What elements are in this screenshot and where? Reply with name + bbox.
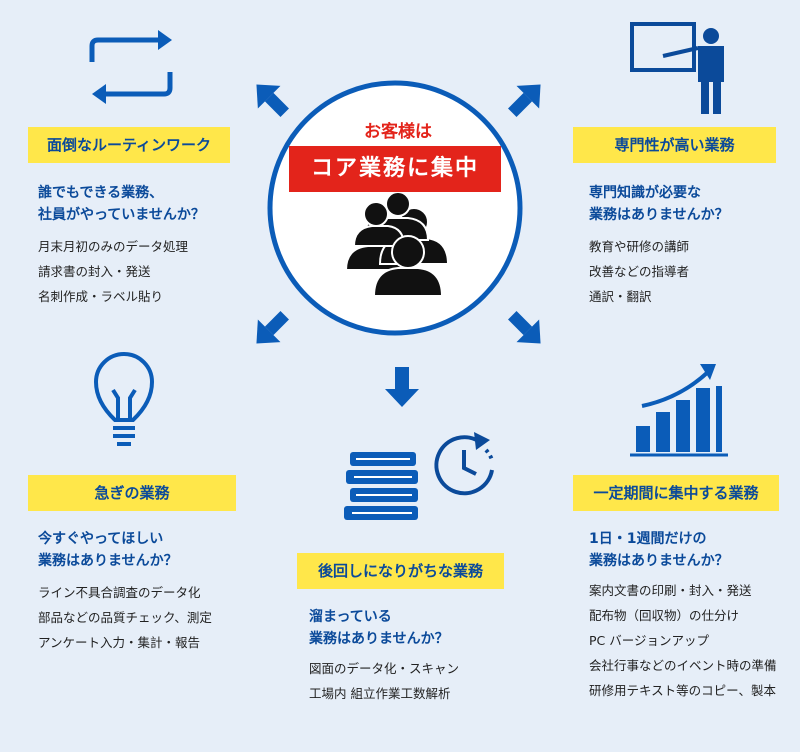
items-routine: 月末月初のみのデータ処理 請求書の封入・発送 名刺作成・ラベル貼り — [38, 234, 188, 309]
question-line: 業務はありませんか？ — [589, 207, 729, 223]
question-line: 1日・1週間だけの — [589, 531, 707, 547]
center-title: お客様は — [364, 122, 432, 142]
list-item: 通訳・翻訳 — [589, 289, 652, 304]
books-clock-icon — [344, 432, 494, 520]
question-line: 業務はありませんか？ — [309, 631, 449, 647]
list-item: 月末月初のみのデータ処理 — [38, 239, 189, 254]
question-line: 社員がやっていませんか？ — [38, 207, 205, 223]
label-urgent: 急ぎの業務 — [28, 475, 236, 511]
arrow-down-left-icon — [256, 311, 289, 344]
question-line: 誰でもできる業務、 — [38, 185, 164, 201]
list-item: PC バージョンアップ — [589, 633, 709, 648]
list-item: 教育や研修の講師 — [589, 239, 690, 254]
list-item: 改善などの指導者 — [589, 264, 690, 279]
question-period: 1日・1週間だけの 業務はありませんか？ — [589, 528, 729, 572]
question-line: 専門知識が必要な — [589, 185, 701, 201]
items-urgent: ライン不具合調査のデータ化 部品などの品質チェック、測定 アンケート入力・集計・… — [38, 580, 212, 655]
question-line: 業務はありませんか？ — [589, 553, 729, 569]
teacher-board-icon — [630, 22, 724, 114]
people-group-icon — [344, 191, 450, 297]
question-line: 今すぐやってほしい — [38, 531, 164, 547]
bar-chart-growth-icon — [630, 364, 728, 457]
arrow-up-left-icon — [256, 84, 289, 117]
question-routine: 誰でもできる業務、 社員がやっていませんか？ — [38, 182, 205, 226]
list-item: ライン不具合調査のデータ化 — [38, 585, 201, 600]
list-item: 図面のデータ化・スキャン — [309, 661, 460, 676]
core-business-banner: コア業務に集中 — [289, 146, 501, 192]
list-item: 配布物（回収物）の仕分け — [589, 608, 740, 623]
question-postponed: 溜まっている 業務はありませんか？ — [309, 606, 449, 650]
items-postponed: 図面のデータ化・スキャン 工場内 組立作業工数解析 — [309, 656, 459, 706]
question-line: 業務はありませんか？ — [38, 553, 178, 569]
arrow-down-icon — [385, 367, 419, 407]
label-expert: 専門性が高い業務 — [573, 127, 776, 163]
list-item: 工場内 組立作業工数解析 — [309, 686, 451, 701]
repeat-arrows-icon — [89, 30, 173, 104]
arrow-down-right-icon — [508, 311, 541, 344]
label-period: 一定期間に集中する業務 — [573, 475, 779, 511]
light-bulb-icon — [93, 352, 155, 446]
list-item: アンケート入力・集計・報告 — [38, 635, 201, 650]
items-period: 案内文書の印刷・封入・発送 配布物（回収物）の仕分け PC バージョンアップ 会… — [589, 578, 777, 703]
question-line: 溜まっている — [309, 609, 392, 625]
arrow-up-right-icon — [508, 84, 541, 117]
list-item: 案内文書の印刷・封入・発送 — [589, 583, 752, 598]
list-item: 部品などの品質チェック、測定 — [38, 610, 212, 625]
question-expert: 専門知識が必要な 業務はありませんか？ — [589, 182, 729, 226]
label-postponed: 後回しになりがちな業務 — [297, 553, 504, 589]
list-item: 研修用テキスト等のコピー、製本 — [589, 683, 777, 698]
list-item: 請求書の封入・発送 — [38, 264, 151, 279]
list-item: 名刺作成・ラベル貼り — [38, 289, 164, 304]
question-urgent: 今すぐやってほしい 業務はありませんか？ — [38, 528, 178, 572]
items-expert: 教育や研修の講師 改善などの指導者 通訳・翻訳 — [589, 234, 689, 309]
list-item: 会社行事などのイベント時の準備 — [589, 658, 777, 673]
label-routine: 面倒なルーティンワーク — [28, 127, 230, 163]
